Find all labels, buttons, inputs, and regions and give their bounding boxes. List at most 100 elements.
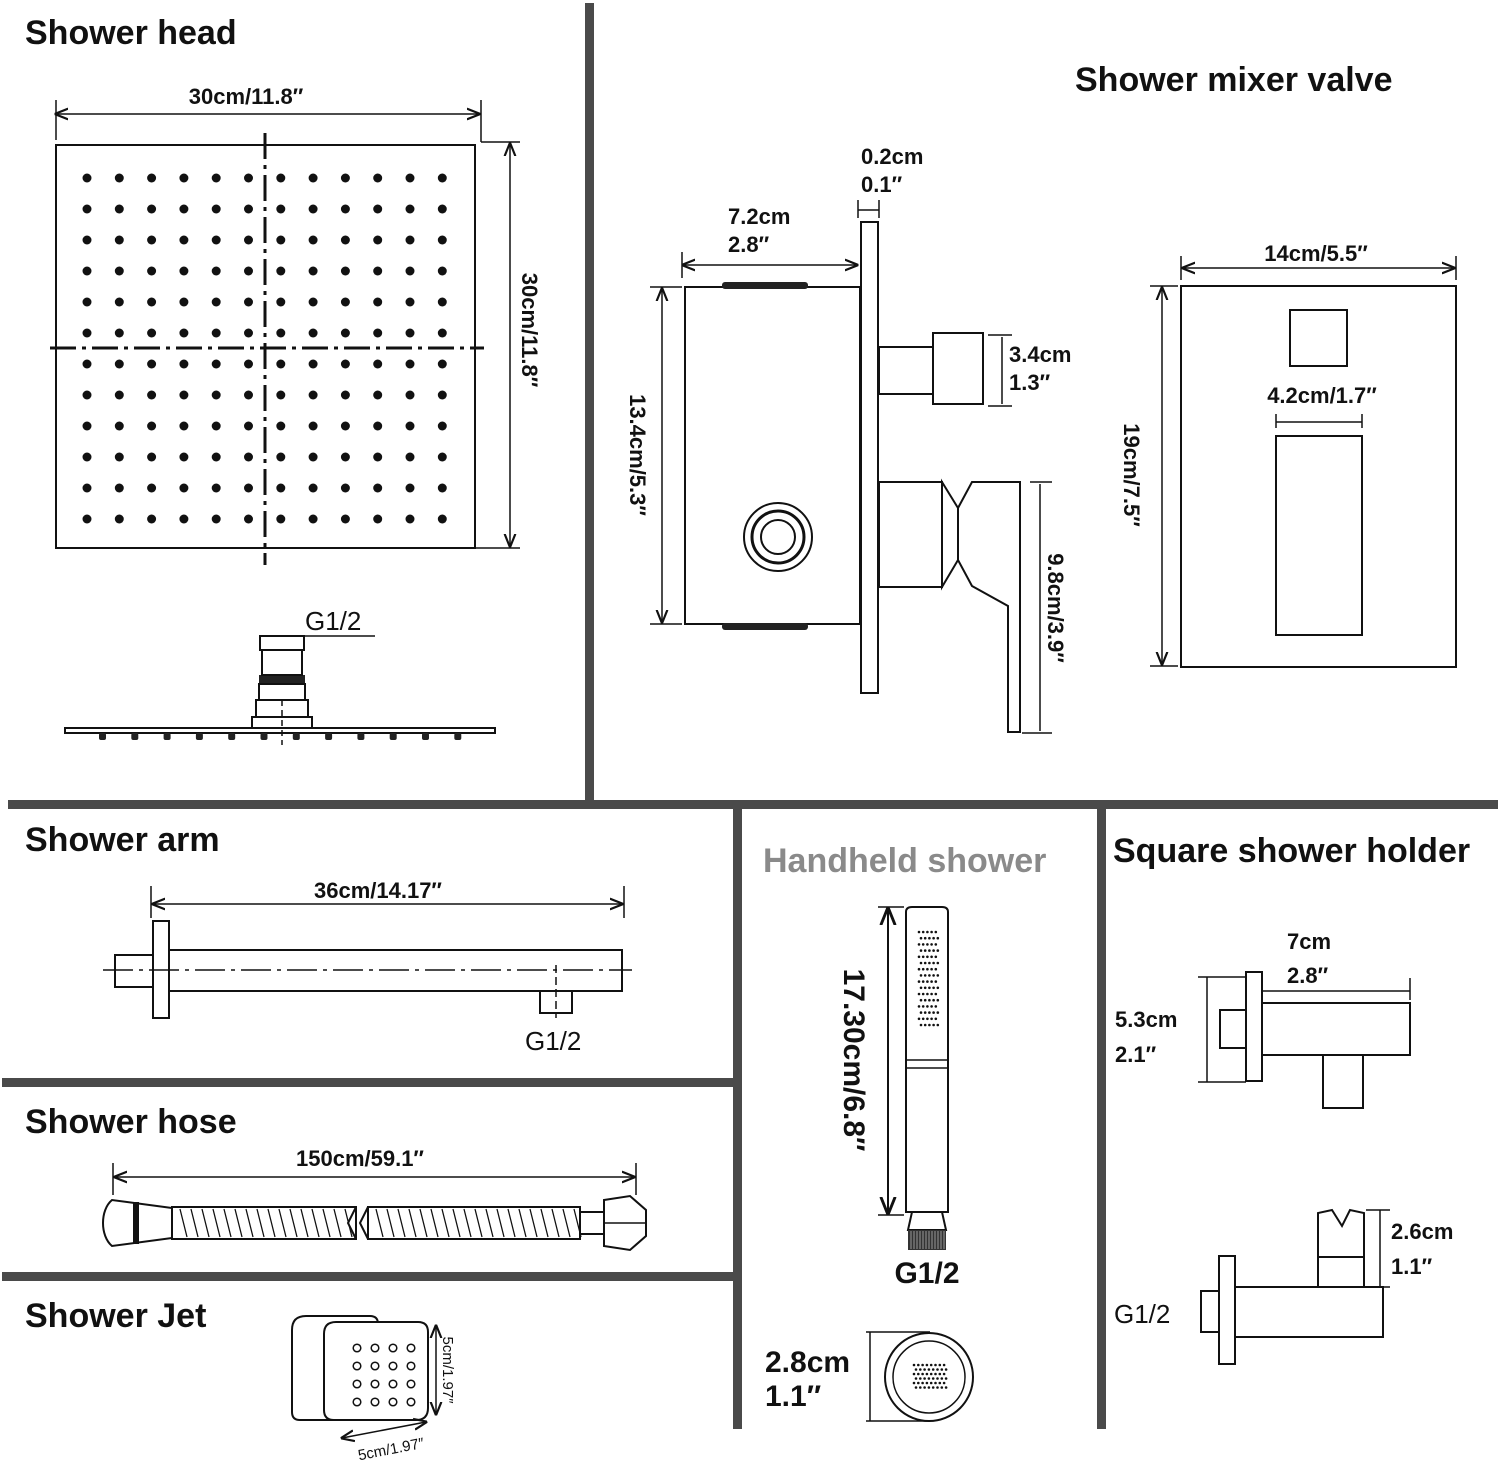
- nozzle-dot: [405, 204, 415, 214]
- side-nozzle: [163, 733, 171, 740]
- face-hole: [942, 1372, 946, 1376]
- hose-coil: [190, 1208, 199, 1238]
- hose-coil: [322, 1208, 331, 1238]
- spray-hole: [936, 961, 940, 965]
- face-hole: [914, 1368, 918, 1371]
- spray-hole: [930, 1017, 933, 1021]
- nozzle-dot: [308, 266, 318, 276]
- shower-arm-wall-thread: [114, 954, 154, 988]
- spray-hole: [928, 974, 931, 977]
- face-hole: [917, 1381, 920, 1385]
- spray-hole: [936, 998, 940, 1002]
- nozzle-dot: [340, 514, 350, 524]
- shower-hose-title: Shower hose: [25, 1103, 237, 1141]
- nozzle-dot: [437, 514, 447, 524]
- nozzle-dot: [437, 328, 447, 338]
- face-hole: [944, 1386, 948, 1389]
- hose-coil: [223, 1208, 232, 1238]
- hose-coil: [474, 1208, 483, 1238]
- spray-hole: [919, 974, 923, 977]
- nozzle-dot: [276, 266, 286, 276]
- spray-hole: [919, 1011, 923, 1014]
- nozzle-dot: [114, 173, 124, 183]
- face-hole: [929, 1363, 933, 1367]
- nozzle-dot: [179, 297, 189, 307]
- shower-head-side-view: G1/2: [64, 606, 496, 745]
- shower-jet-nozzles: [352, 1343, 416, 1407]
- nozzle-dot: [405, 390, 415, 400]
- nozzle-dot: [211, 297, 221, 307]
- hose-coil: [234, 1208, 243, 1238]
- shower-jet-front-plate: [323, 1321, 429, 1421]
- spray-hole: [923, 949, 927, 952]
- hose-coil: [300, 1208, 309, 1238]
- face-hole: [936, 1386, 939, 1389]
- spray-hole: [928, 998, 931, 1002]
- nozzle-dot: [276, 421, 286, 431]
- spray-hole: [921, 992, 925, 996]
- nozzle-dot: [340, 297, 350, 307]
- side-nozzle: [99, 733, 106, 740]
- nozzle-dot: [179, 173, 189, 183]
- nozzle-dot: [244, 359, 253, 369]
- nozzle-dot: [244, 483, 253, 493]
- nozzle-dot: [82, 173, 92, 183]
- spray-hole: [926, 1017, 929, 1021]
- hose-coil: [311, 1208, 320, 1238]
- nozzle-dot: [276, 328, 286, 338]
- nozzle-dot: [179, 328, 189, 338]
- nozzle-dot: [82, 328, 92, 338]
- body-depth-cm: 7.2cm: [728, 204, 790, 229]
- spray-hole: [921, 943, 925, 946]
- face-hole: [934, 1381, 937, 1385]
- spray-hole: [928, 949, 931, 952]
- nozzle-dot: [82, 297, 92, 307]
- face-hole: [931, 1368, 935, 1371]
- spray-hole: [932, 949, 935, 952]
- spray-hole: [917, 980, 921, 983]
- hose-coil: [344, 1208, 353, 1238]
- nozzle-dot: [147, 421, 157, 431]
- spray-hole: [934, 967, 938, 971]
- nozzle-dot: [211, 173, 221, 183]
- nozzle-dot: [308, 359, 318, 369]
- nozzle-dot: [211, 266, 221, 276]
- section-dividers: [2, 3, 1498, 1429]
- spray-hole: [928, 961, 931, 965]
- jet-hole: [406, 1343, 416, 1353]
- shower-hose-length-label: 150cm/59.1″: [296, 1146, 424, 1171]
- spray-hole: [936, 1011, 940, 1014]
- hose-coil: [267, 1208, 276, 1238]
- nozzle-dot: [340, 173, 350, 183]
- face-hole: [914, 1377, 918, 1380]
- spray-hole: [921, 955, 925, 959]
- nozzle-dot: [340, 328, 350, 338]
- spray-hole: [917, 943, 921, 946]
- shower-arm-section: Shower arm 36cm/14.17″ G1/2: [25, 821, 632, 1056]
- nozzle-dot: [437, 390, 447, 400]
- nozzle-dot: [244, 204, 253, 214]
- spray-hole: [932, 986, 935, 990]
- spray-hole: [917, 930, 921, 934]
- nozzle-dot: [373, 359, 383, 369]
- hose-coil: [529, 1208, 538, 1238]
- face-hole: [927, 1377, 931, 1380]
- spray-hole: [934, 955, 938, 959]
- nozzle-dot: [373, 173, 383, 183]
- nozzle-dot: [147, 235, 157, 245]
- shower-head-nozzles: [82, 173, 447, 524]
- plate-thickness-cm: 0.2cm: [861, 144, 923, 169]
- hose-coil: [408, 1208, 417, 1238]
- nozzle-dot: [437, 421, 447, 431]
- spray-hole: [919, 961, 923, 965]
- spray-hole: [928, 1023, 931, 1027]
- nozzle-dot: [373, 328, 383, 338]
- face-hole: [934, 1363, 937, 1367]
- nozzle-dot: [437, 266, 447, 276]
- shower-arm-length-label: 36cm/14.17″: [314, 878, 442, 903]
- face-hole: [919, 1386, 922, 1389]
- nozzle-dot: [114, 390, 124, 400]
- face-hole: [942, 1381, 946, 1385]
- jet-hole: [406, 1397, 416, 1407]
- face-hole: [923, 1386, 926, 1389]
